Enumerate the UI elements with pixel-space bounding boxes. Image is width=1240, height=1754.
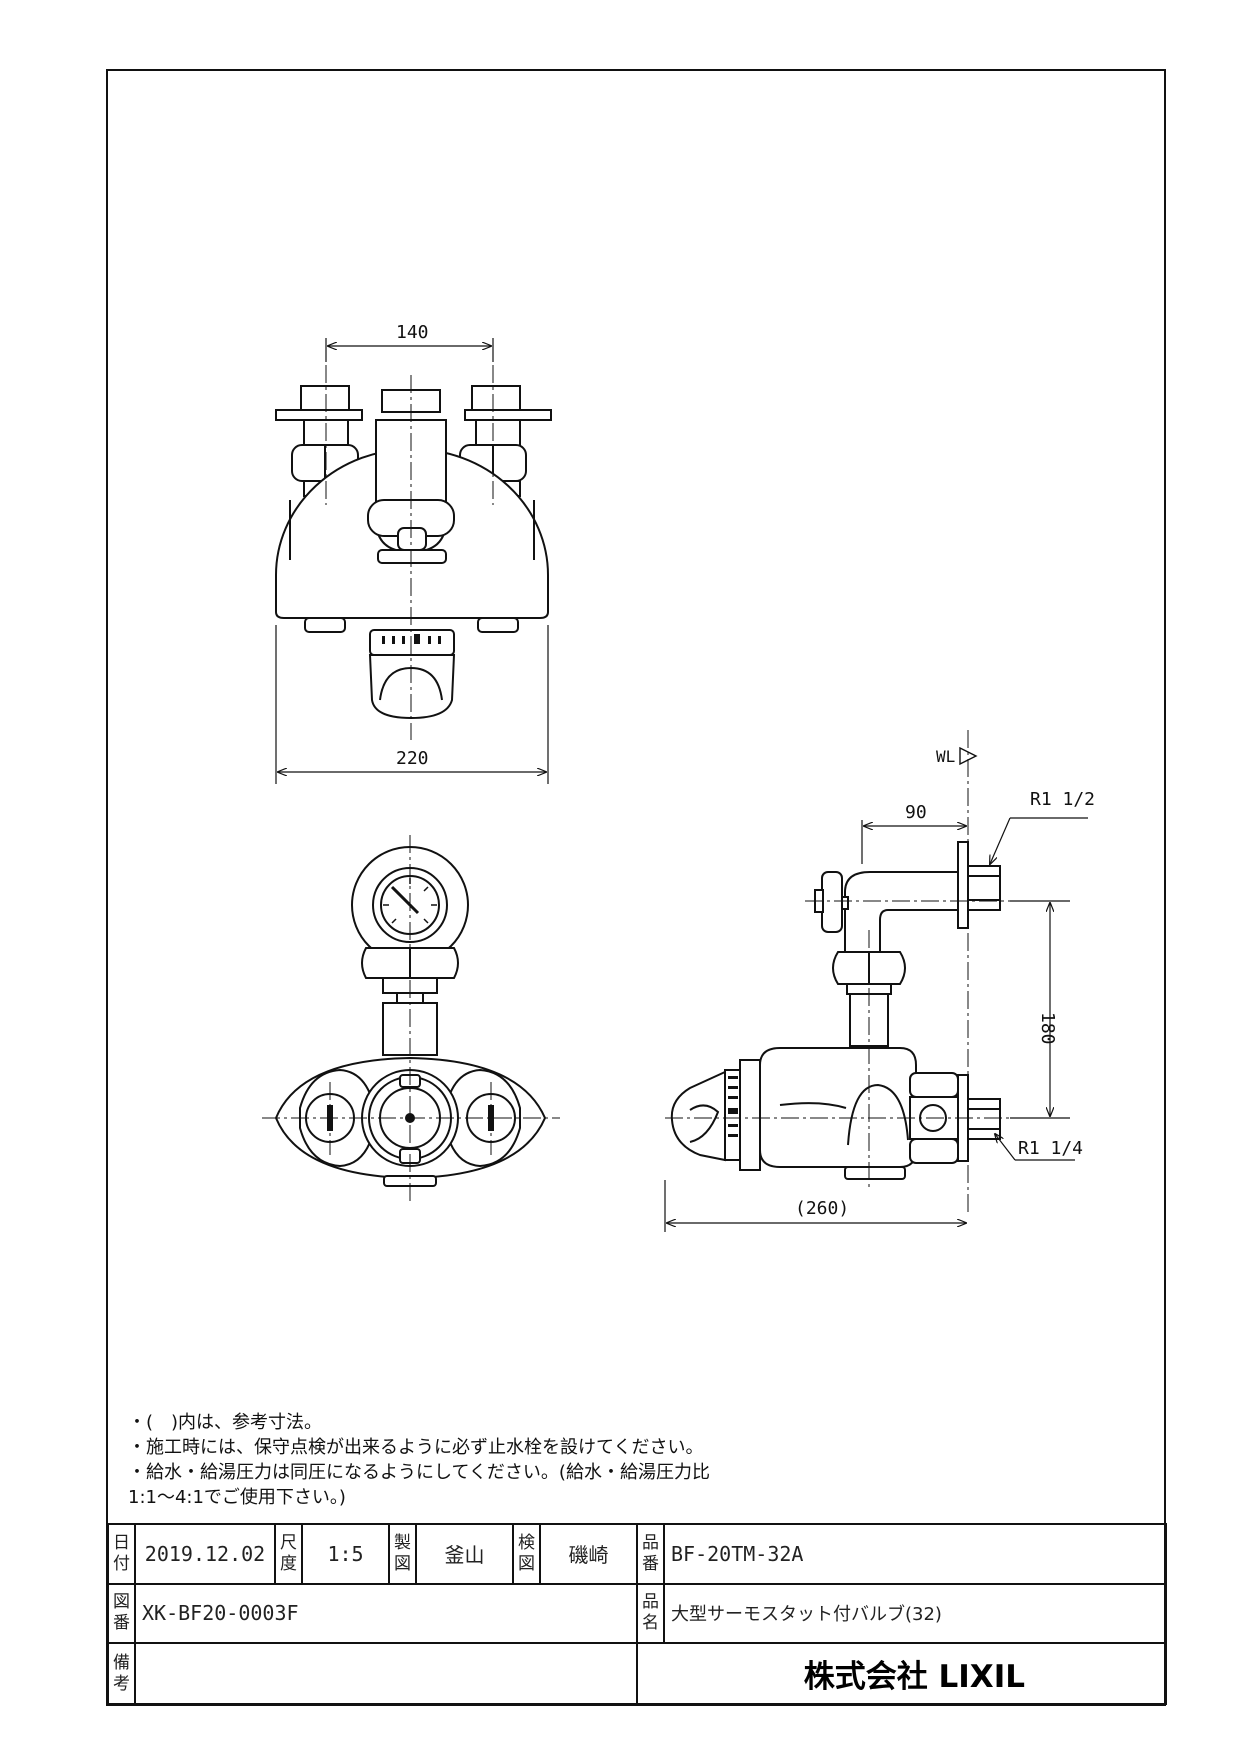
product-no-label: 品番 — [636, 1523, 665, 1585]
remarks-value — [134, 1642, 638, 1705]
scale-label: 尺度 — [274, 1523, 303, 1585]
product-name-value: 大型サーモスタット付バルブ(32) — [663, 1582, 1167, 1645]
company-logo: 株式会社 LIXIL — [636, 1642, 1167, 1705]
front-view-ticks — [382, 634, 441, 644]
date-label: 日付 — [107, 1523, 136, 1585]
note-line: ・施工時には、保守点検が出来るように必ず止水栓を設けてください。 — [128, 1437, 704, 1458]
dim-260: (260) — [795, 1198, 849, 1219]
front-view — [275, 385, 552, 720]
note-line: ・( )内は、参考寸法。 — [128, 1412, 323, 1433]
dim-90: 90 — [905, 802, 927, 823]
side-dimensions — [664, 817, 1088, 1232]
front-dimensions — [275, 338, 549, 784]
note-line: ・給水・給湯圧力は同圧になるようにしてください。(給水・給湯圧力比 — [128, 1462, 710, 1483]
dim-180: 180 — [1037, 1012, 1058, 1045]
product-name-label: 品名 — [636, 1582, 665, 1645]
notes: ・( )内は、参考寸法。 ・施工時には、保守点検が出来るように必ず止水栓を設けて… — [128, 1410, 710, 1510]
side-view — [670, 841, 1001, 1180]
drawing-frame — [106, 69, 1166, 1706]
scale-value: 1:5 — [301, 1523, 390, 1585]
thread-label-top: R1 1/2 — [1030, 789, 1095, 810]
date-value: 2019.12.02 — [134, 1523, 276, 1585]
front-view-centerlines — [325, 365, 494, 740]
title-block: 日付 2019.12.02 尺度 1:5 製図 釜山 検図 磯崎 品番 BF-2… — [107, 1523, 1167, 1705]
wall-line-label: WL — [936, 747, 955, 766]
drawing-no-label: 図番 — [107, 1582, 136, 1645]
wall-line-marker — [959, 746, 978, 766]
thread-label-bottom: R1 1/4 — [1018, 1138, 1083, 1159]
remarks-label: 備考 — [107, 1642, 136, 1705]
drawn-label: 製図 — [388, 1523, 417, 1585]
note-line: 1:1～4:1でご使用下さい。) — [128, 1487, 346, 1508]
side-view-ticks — [728, 1076, 738, 1137]
dim-220: 220 — [396, 748, 429, 769]
dim-140: 140 — [396, 322, 429, 343]
checked-value: 磯崎 — [539, 1523, 638, 1585]
drawing-no-value: XK-BF20-0003F — [134, 1582, 638, 1645]
product-no-value: BF-20TM-32A — [663, 1523, 1167, 1585]
bottom-view-centerlines — [262, 835, 560, 1205]
checked-label: 検図 — [512, 1523, 541, 1585]
drawn-value: 釜山 — [415, 1523, 514, 1585]
